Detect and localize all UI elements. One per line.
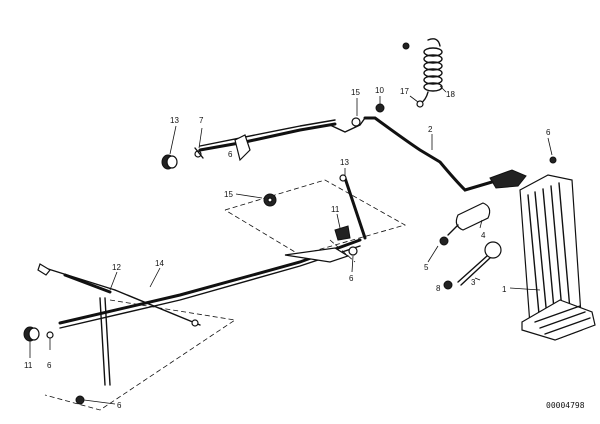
callout-labels: 1 2 3 4 5 6 6 6 6 6 7 8 10 11 11 12 13 1…	[24, 86, 551, 410]
callout-17: 17	[400, 87, 409, 96]
leader-lines	[29, 85, 553, 405]
callout-6-upper: 6	[228, 150, 233, 159]
callout-1: 1	[502, 285, 507, 294]
callout-13-upper: 13	[170, 116, 179, 125]
main-push-rod	[58, 225, 362, 329]
callout-14: 14	[155, 259, 164, 268]
callout-5: 5	[424, 263, 429, 272]
callout-3: 3	[471, 278, 476, 287]
callout-6-lower-left: 6	[47, 361, 52, 370]
accelerator-pedal	[489, 169, 596, 341]
callout-12: 12	[112, 263, 121, 272]
stop-buffer-3	[443, 241, 502, 290]
stop-buffer-4	[439, 202, 491, 246]
callout-6-bottom: 6	[117, 401, 122, 410]
callout-11-middle: 11	[331, 205, 340, 214]
callout-7: 7	[199, 116, 204, 125]
callout-11-lower: 11	[24, 361, 33, 370]
ball-socket-rod	[263, 174, 367, 240]
callout-2: 2	[428, 125, 433, 134]
callout-8: 8	[436, 284, 441, 293]
callout-13-middle: 13	[340, 158, 349, 167]
dashed-reference-lines	[44, 179, 407, 411]
callout-18: 18	[446, 90, 455, 99]
bearing-lower	[23, 326, 85, 405]
lower-cable-rod	[37, 263, 201, 386]
pedal-rod	[363, 116, 494, 192]
callout-6-right: 6	[546, 128, 551, 137]
return-spring	[419, 38, 443, 105]
callout-4: 4	[481, 231, 486, 240]
callout-15-upper: 15	[351, 88, 360, 97]
upper-relay-shaft	[198, 42, 424, 162]
callout-6-middle: 6	[349, 274, 354, 283]
diagram-reference-number: 00004798	[546, 401, 585, 410]
callout-15-middle: 15	[224, 190, 233, 199]
callout-10: 10	[375, 86, 384, 95]
nut-6-right	[549, 156, 557, 164]
bearing-upper	[161, 147, 204, 170]
